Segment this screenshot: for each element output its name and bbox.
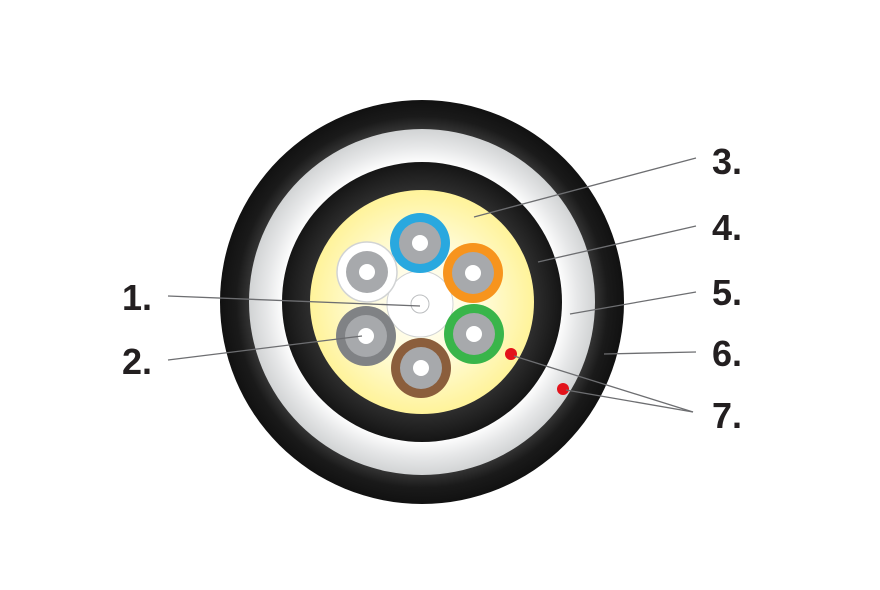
leader-line-4 bbox=[537, 225, 697, 263]
leader-line-6 bbox=[603, 351, 697, 355]
callout-label-3: 3. bbox=[712, 141, 742, 182]
tube-orange bbox=[443, 243, 503, 303]
callout-label-4: 4. bbox=[712, 207, 742, 248]
ripcord-outer bbox=[557, 383, 569, 395]
leader-line-7a bbox=[513, 355, 694, 413]
leader-line-1 bbox=[167, 295, 421, 307]
tube-gray bbox=[336, 306, 396, 366]
leader-line-3 bbox=[473, 157, 697, 218]
tube-blue bbox=[390, 213, 450, 273]
callout-label-5: 5. bbox=[712, 272, 742, 313]
tube-white bbox=[336, 241, 398, 303]
ripcord-inner bbox=[505, 348, 517, 360]
leader-line-5 bbox=[569, 291, 697, 315]
callout-label-1: 1. bbox=[122, 277, 152, 318]
leader-line-2 bbox=[167, 335, 363, 361]
callout-label-6: 6. bbox=[712, 333, 742, 374]
tube-green bbox=[444, 304, 504, 364]
callout-label-7: 7. bbox=[712, 395, 742, 436]
leader-line-7b bbox=[565, 389, 694, 413]
central-member-core bbox=[410, 294, 430, 314]
tube-brown bbox=[391, 338, 451, 398]
callout-label-2: 2. bbox=[122, 341, 152, 382]
